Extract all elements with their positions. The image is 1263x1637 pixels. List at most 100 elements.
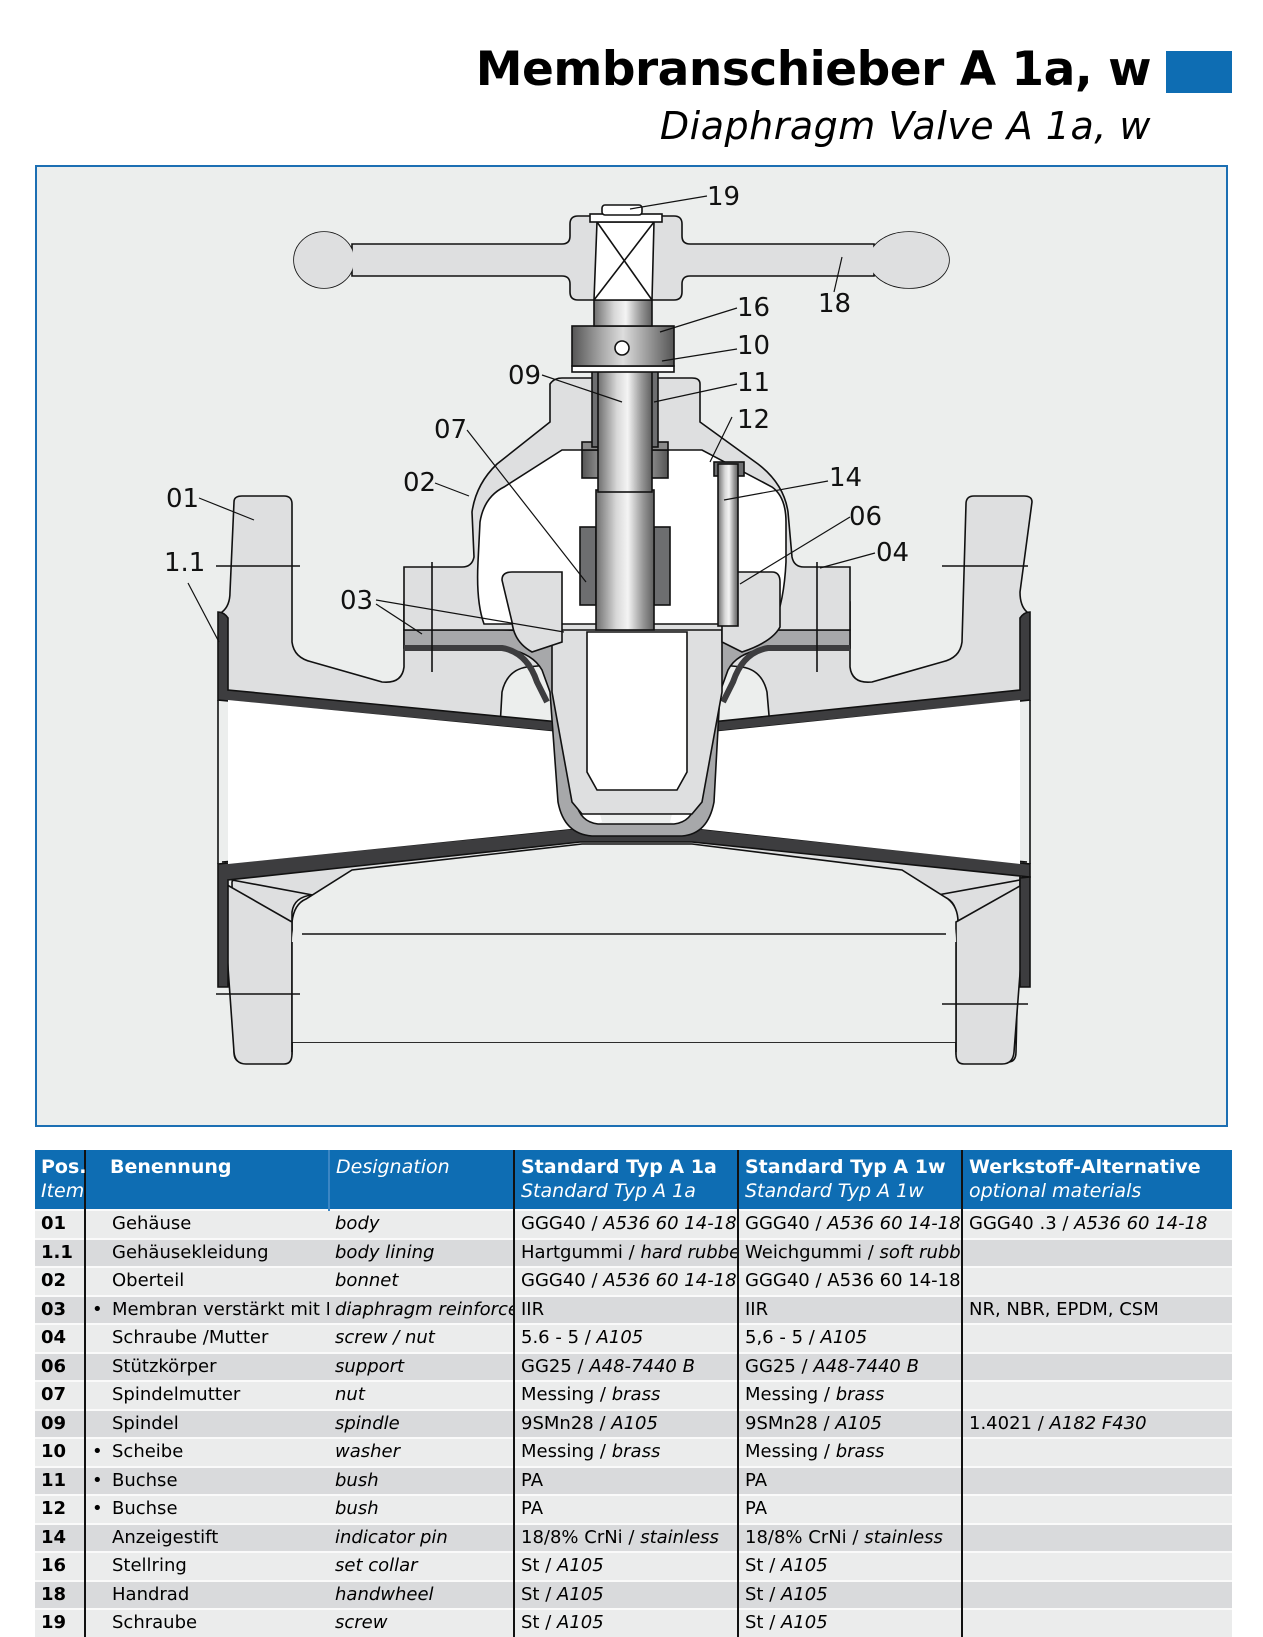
callout-04: 04 (876, 538, 909, 568)
std-1w-value-en: A105 (781, 1612, 828, 1634)
std-1a-value: St (521, 1583, 540, 1605)
std-1w-value: 5,6 - 5 (745, 1327, 804, 1349)
cell-name-de: Gehäuse (84, 1209, 329, 1239)
std-1w-value: GGG40 (745, 1213, 810, 1235)
std-1a-value: Messing (521, 1441, 595, 1463)
cell-pos: 02 (35, 1266, 85, 1296)
cell-name-en: set collar (329, 1551, 514, 1581)
pos-number: 07 (41, 1384, 67, 1406)
cell-std-1a: Messing / brass (513, 1380, 738, 1410)
separator: / (585, 1270, 604, 1292)
pos-number: 09 (41, 1412, 67, 1434)
callout-10: 10 (737, 331, 770, 361)
separator: / (539, 1583, 557, 1605)
cell-name-de: Stellring (84, 1551, 329, 1581)
cell-alt: GGG40 .3 / A536 60 14-18 (961, 1209, 1232, 1239)
pos-number: 03 (41, 1298, 67, 1320)
cell-std-1a: GGG40 / A536 60 14-18 (513, 1209, 738, 1239)
cell-pos: 14 (35, 1522, 85, 1552)
wear-part-bullet: • (92, 1469, 103, 1491)
separator: / (763, 1555, 781, 1577)
valve-drawing: 19 18 16 10 09 11 12 07 02 14 06 04 01 1… (35, 165, 1228, 1127)
std-1a-value-en: A48-7440 B (589, 1355, 695, 1377)
spindle-lower (595, 489, 655, 631)
name-en: bush (335, 1469, 379, 1491)
callout-14: 14 (829, 463, 862, 493)
cell-pos: 04 (35, 1323, 85, 1353)
name-en: set collar (335, 1555, 418, 1577)
name-de: Spindel (112, 1412, 179, 1434)
std-1a-value-en: brass (611, 1384, 661, 1406)
name-de: Schraube /Mutter (112, 1327, 269, 1349)
cell-std-1w: Messing / brass (737, 1437, 962, 1467)
cell-pos: 01 (35, 1209, 85, 1239)
std-1w-value-en: A105 (820, 1327, 868, 1349)
alt-value-en: A536 60 14-18 (1074, 1213, 1208, 1235)
callout-16: 16 (737, 293, 770, 323)
std-1w-value-en: brass (835, 1441, 885, 1463)
std-1a-value-en: A105 (557, 1612, 604, 1634)
std-1a-value: 5.6 - 5 (521, 1327, 580, 1349)
name-en: handwheel (335, 1583, 434, 1605)
std-1w-value: GGG40 / A536 60 14-18 (745, 1270, 961, 1292)
valve-cross-section: 19 18 16 10 09 11 12 07 02 14 06 04 01 1… (164, 182, 1033, 1065)
cell-pos: 16 (35, 1551, 85, 1581)
name-de: Buchse (112, 1469, 178, 1491)
cell-std-1a: 9SMn28 / A105 (513, 1408, 738, 1438)
header-name-de: Benennung (84, 1150, 329, 1210)
std-1a-value: GGG40 (521, 1270, 586, 1292)
cell-std-1a: GG25 / A48-7440 B (513, 1351, 738, 1381)
name-de: Spindelmutter (112, 1384, 241, 1406)
separator: / (594, 1384, 612, 1406)
std-1w-value-en: A536 60 14-18 (827, 1213, 961, 1235)
cell-std-1a: St / A105 (513, 1608, 738, 1637)
name-en: spindle (335, 1412, 400, 1434)
name-en: screw (335, 1612, 388, 1634)
flow-passage (228, 700, 602, 864)
std-1a-value-en: A105 (611, 1412, 658, 1434)
cell-std-1a: 18/8% CrNi / stainless (513, 1522, 738, 1552)
cell-alt (961, 1551, 1232, 1581)
pos-number: 11 (41, 1469, 67, 1491)
pos-number: 02 (41, 1270, 67, 1292)
cell-pos: 09 (35, 1408, 85, 1438)
cell-alt (961, 1380, 1232, 1410)
cell-alt: NR, NBR, EPDM, CSM (961, 1294, 1232, 1324)
cell-name-de: Schraube /Mutter (84, 1323, 329, 1353)
table-row: 03•Membran verstärkt mit Keildiaphragm r… (35, 1294, 1232, 1324)
page-subtitle: Diaphragm Valve A 1a, w (659, 104, 1151, 148)
std-1a-value: Hartgummi (521, 1241, 623, 1263)
cell-std-1w: St / A105 (737, 1608, 962, 1637)
name-de: Gehäusekleidung (112, 1241, 269, 1263)
cell-std-1w: 18/8% CrNi / stainless (737, 1522, 962, 1552)
separator: / (846, 1526, 865, 1548)
cell-std-1w: PA (737, 1465, 962, 1495)
cell-std-1a: IIR (513, 1294, 738, 1324)
callout-03: 03 (340, 586, 373, 616)
name-de: Scheibe (112, 1441, 184, 1463)
cell-name-de: Spindel (84, 1408, 329, 1438)
cell-std-1a: GGG40 / A536 60 14-18 (513, 1266, 738, 1296)
pos-number: 10 (41, 1441, 67, 1463)
std-1a-value: GGG40 (521, 1213, 586, 1235)
std-1a-value: 18/8% CrNi (521, 1526, 623, 1548)
spindle-nut (579, 526, 597, 606)
cell-name-en: bush (329, 1465, 514, 1495)
callout-11: 11 (737, 368, 770, 398)
cell-std-1w: Messing / brass (737, 1380, 962, 1410)
table-header-row: Pos.Item Benennung Designation Standard … (35, 1150, 1232, 1210)
cell-std-1a: Hartgummi / hard rubber (513, 1237, 738, 1267)
std-1w-value: Messing (745, 1384, 819, 1406)
callout-07: 07 (434, 415, 467, 445)
cell-pos: 12 (35, 1494, 85, 1524)
separator: / (1031, 1412, 1050, 1434)
cell-pos: 19 (35, 1608, 85, 1637)
cell-pos: 07 (35, 1380, 85, 1410)
separator: / (539, 1612, 557, 1634)
name-de: Anzeigestift (112, 1526, 219, 1548)
std-1a-value-en: A105 (557, 1555, 604, 1577)
